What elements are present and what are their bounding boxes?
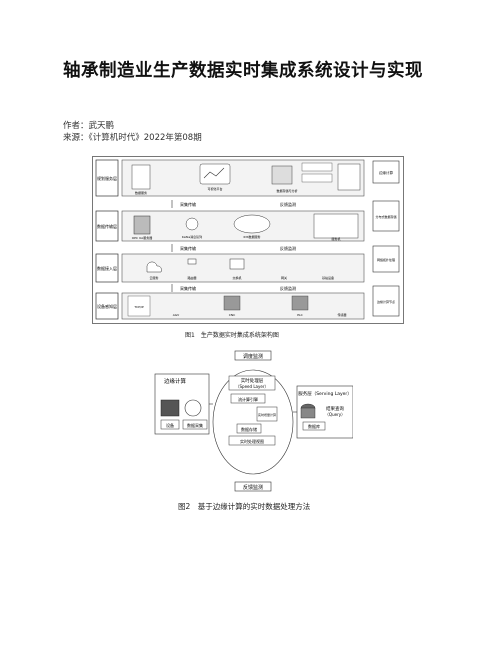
layer-label-transport: 数据传输层 [97, 223, 117, 229]
layer-service: 规划服务层 数据服务 可视化平台 数据存储与分析 [95, 159, 365, 197]
figure-2-caption: 图2 基于边缘计算的实时数据处理方法 [178, 502, 311, 511]
arrow-row-2: 采集传输 反馈监测 [171, 244, 296, 252]
svg-text:（Speed Layer）: （Speed Layer） [236, 384, 269, 389]
figure-1-architecture-diagram: 规划服务层 数据服务 可视化平台 数据存储与分析 采集传输 反馈监测 数据传输层… [92, 156, 404, 324]
svg-text:采集传输: 采集传输 [180, 201, 196, 207]
figure-1-caption: 图1 生产数据实时集成系统架构图 [185, 332, 279, 339]
layer-device: 设备感知层 TCP/IP AGV CNC PLC 传感器 [95, 292, 365, 320]
source-line: 来源：《计算机时代》2022年第08期 [63, 133, 202, 143]
svg-text:Kafka消息队列: Kafka消息队列 [182, 234, 202, 239]
svg-text:结果查询: 结果查询 [326, 405, 344, 412]
svg-text:可视化平台: 可视化平台 [207, 186, 222, 191]
svg-text:调度监测: 调度监测 [243, 353, 263, 360]
svg-text:网络拓扑处理: 网络拓扑处理 [377, 257, 395, 262]
layer-access: 数据接入层 云服务 路由器 交换机 网关 基站设备 [95, 253, 365, 283]
svg-text:反馈监测: 反馈监测 [243, 484, 263, 491]
arrow-row-1: 采集传输 反馈监测 [171, 200, 296, 208]
svg-text:云服务: 云服务 [149, 275, 158, 280]
svg-text:边缘计算: 边缘计算 [164, 377, 187, 385]
author-line: 作者：武天鹏 [63, 121, 115, 131]
figure-2-process-diagram: 调度监测 反馈监测 边缘计算 设备 数据采集 实时处理层 （Speed Laye… [154, 350, 353, 492]
svg-text:传感器: 传感器 [337, 312, 346, 317]
svg-text:网关: 网关 [281, 275, 287, 280]
svg-text:数据存储: 数据存储 [241, 426, 257, 432]
svg-text:采集传输: 采集传输 [180, 245, 196, 251]
svg-text:IDS数据服务: IDS数据服务 [243, 234, 260, 239]
svg-text:数据存储与分析: 数据存储与分析 [276, 188, 297, 193]
svg-text:TCP/IP: TCP/IP [133, 305, 143, 309]
svg-text:设备: 设备 [166, 422, 174, 428]
layer-transport: 数据传输层 OPC UA服务器 Kafka消息队列 IDS数据服务 服务机 [95, 210, 365, 242]
svg-text:PLC: PLC [297, 313, 303, 317]
svg-text:服务机: 服务机 [331, 236, 340, 241]
svg-text:边缘计算节点: 边缘计算节点 [377, 299, 395, 304]
svg-text:（Query）: （Query） [325, 412, 345, 417]
svg-text:交换机: 交换机 [232, 275, 241, 280]
svg-text:数据采集: 数据采集 [187, 422, 203, 428]
svg-text:实时处理层: 实时处理层 [241, 377, 264, 384]
svg-text:CNC: CNC [229, 313, 235, 317]
svg-text:基站设备: 基站设备 [322, 275, 334, 280]
layer-label-service: 规划服务层 [97, 175, 117, 181]
svg-text:分布式数据存储: 分布式数据存储 [375, 214, 396, 219]
svg-text:实时处理视图: 实时处理视图 [240, 438, 264, 444]
svg-text:边缘计算: 边缘计算 [379, 170, 393, 175]
article-title: 轴承制造业生产数据实时集成系统设计与实现 [63, 61, 423, 81]
svg-text:数据服务: 数据服务 [135, 190, 147, 195]
svg-text:路由器: 路由器 [187, 275, 196, 280]
svg-text:流计算引擎: 流计算引擎 [238, 396, 258, 402]
arrow-row-3: 采集传输 反馈监测 [171, 284, 296, 292]
layer-label-access: 数据接入层 [97, 265, 117, 271]
svg-text:AGV: AGV [173, 313, 180, 317]
svg-text:OPC UA服务器: OPC UA服务器 [132, 235, 152, 240]
right-column: 边缘计算 分布式数据存储 网络拓扑处理 边缘计算节点 [372, 160, 400, 317]
svg-text:服务层（Serving Layer）: 服务层（Serving Layer） [298, 390, 352, 397]
svg-text:反馈监测: 反馈监测 [280, 285, 296, 291]
svg-text:实时增量计算: 实时增量计算 [258, 412, 276, 417]
svg-text:采集传输: 采集传输 [180, 285, 196, 291]
layer-label-device: 设备感知层 [97, 303, 117, 309]
svg-text:反馈监测: 反馈监测 [280, 245, 296, 251]
svg-text:数据库: 数据库 [308, 423, 320, 429]
svg-text:反馈监测: 反馈监测 [280, 201, 296, 207]
